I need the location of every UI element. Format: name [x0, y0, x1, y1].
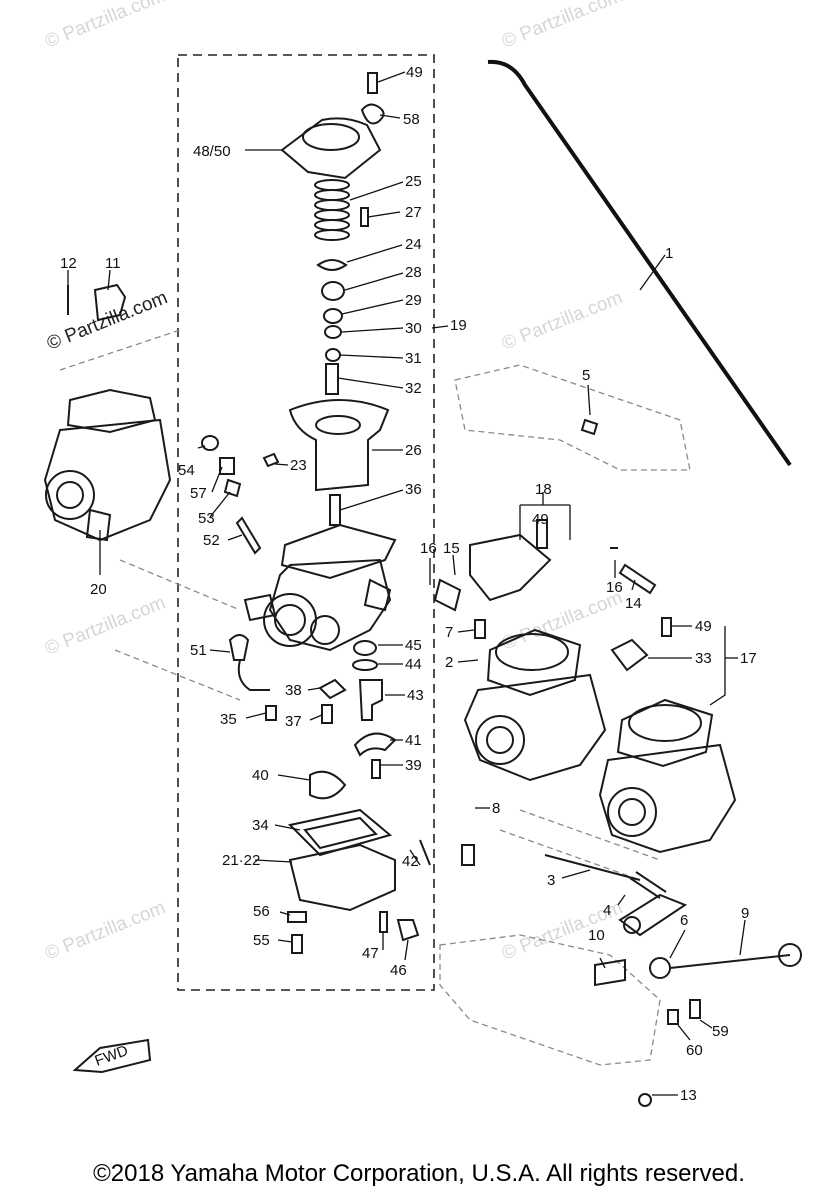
part-label-49: 49	[406, 64, 423, 81]
part-label-24: 24	[405, 236, 422, 253]
part-label-59: 59	[712, 1023, 729, 1040]
part-label-23: 23	[290, 457, 307, 474]
top-parts-stack	[262, 72, 390, 526]
part-label-46: 46	[390, 962, 407, 979]
part-label-16: 16	[420, 540, 437, 557]
part-label-1: 1	[665, 245, 673, 262]
part-label-49-c: 49	[695, 618, 712, 635]
part-label-44: 44	[405, 656, 422, 673]
assembly-group-box	[177, 54, 435, 991]
watermark: © Partzilla.com	[42, 897, 169, 964]
part-label-47: 47	[362, 945, 379, 962]
part-label-16-b: 16	[606, 579, 623, 596]
watermark: © Partzilla.com	[499, 587, 626, 654]
small-parts-right	[433, 418, 672, 866]
part-label-32: 32	[405, 380, 422, 397]
main-carburetor	[243, 523, 397, 652]
watermark: © Partzilla.com	[499, 287, 626, 354]
part-label-34: 34	[252, 817, 269, 834]
part-label-25: 25	[405, 173, 422, 190]
part-label-45: 45	[405, 637, 422, 654]
right-carburetor-lower	[598, 698, 737, 854]
leader-lines	[67, 71, 746, 1096]
part-label-43: 43	[407, 687, 424, 704]
part-label-41: 41	[405, 732, 422, 749]
watermark: © Partzilla.com	[42, 592, 169, 659]
small-parts-left	[201, 435, 270, 691]
linkage-parts	[544, 854, 802, 1107]
part-label-15: 15	[443, 540, 460, 557]
part-label-35: 35	[220, 711, 237, 728]
part-label-5: 5	[582, 367, 590, 384]
part-label-52: 52	[203, 532, 220, 549]
part-label-53: 53	[198, 510, 215, 527]
part-label-48-50: 48/50	[193, 143, 231, 160]
part-label-18: 18	[535, 481, 552, 498]
watermark: © Partzilla.com	[42, 0, 169, 53]
part-label-36: 36	[405, 481, 422, 498]
part-label-39: 39	[405, 757, 422, 774]
part-label-8: 8	[492, 800, 500, 817]
part-label-27: 27	[405, 204, 422, 221]
part-label-33: 33	[695, 650, 712, 667]
part-label-10: 10	[588, 927, 605, 944]
part-label-2: 2	[445, 654, 453, 671]
part-label-7: 7	[445, 624, 453, 641]
part-label-51: 51	[190, 642, 207, 659]
choke-rod-line	[487, 59, 792, 467]
part-label-11: 11	[105, 255, 121, 272]
left-carburetor	[43, 283, 172, 542]
part-labels: 49 58 48/50 25 27 24 28 29 30 19 31 32 2…	[60, 64, 757, 1104]
part-label-42: 42	[402, 853, 419, 870]
part-label-14: 14	[625, 595, 642, 612]
part-label-6: 6	[680, 912, 688, 929]
part-label-21-22: 21·22	[222, 852, 260, 869]
watermark: © Partzilla.com	[499, 0, 626, 53]
part-label-30: 30	[405, 320, 422, 337]
part-label-54: 54	[178, 462, 195, 479]
part-label-20: 20	[90, 581, 107, 598]
part-label-3: 3	[547, 872, 555, 889]
part-label-26: 26	[405, 442, 422, 459]
right-carburetor-upper	[463, 628, 607, 782]
part-label-37: 37	[285, 713, 302, 730]
forward-arrow-icon: FWD	[72, 1038, 152, 1074]
part-label-40: 40	[252, 767, 269, 784]
part-label-29: 29	[405, 292, 422, 309]
part-label-31: 31	[405, 350, 422, 367]
part-label-19: 19	[450, 317, 467, 334]
float-chamber-parts	[265, 640, 431, 954]
frame-outline	[59, 329, 691, 1066]
part-label-4: 4	[603, 902, 611, 919]
part-label-28: 28	[405, 264, 422, 281]
part-label-13: 13	[680, 1087, 697, 1104]
part-label-60: 60	[686, 1042, 703, 1059]
part-label-17: 17	[740, 650, 757, 667]
part-label-49-b: 49	[532, 511, 549, 528]
part-label-56: 56	[253, 903, 270, 920]
watermark-dark: © Partzilla.com	[44, 287, 171, 354]
part-label-9: 9	[741, 905, 749, 922]
part-label-12: 12	[60, 255, 77, 272]
copyright-footer: ©2018 Yamaha Motor Corporation, U.S.A. A…	[93, 1160, 745, 1187]
part-label-55: 55	[253, 932, 270, 949]
part-label-38: 38	[285, 682, 302, 699]
part-label-58: 58	[403, 111, 420, 128]
part-label-57: 57	[190, 485, 207, 502]
